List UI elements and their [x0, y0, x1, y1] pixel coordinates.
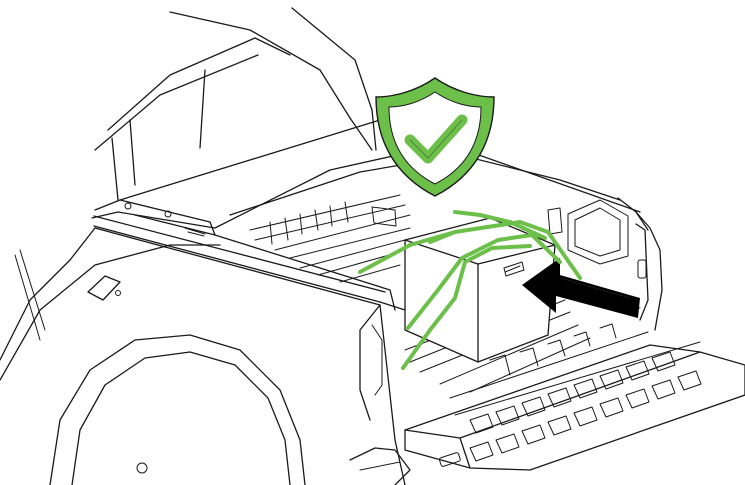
truck-cab	[95, 8, 376, 200]
shield-check-icon	[376, 78, 494, 196]
